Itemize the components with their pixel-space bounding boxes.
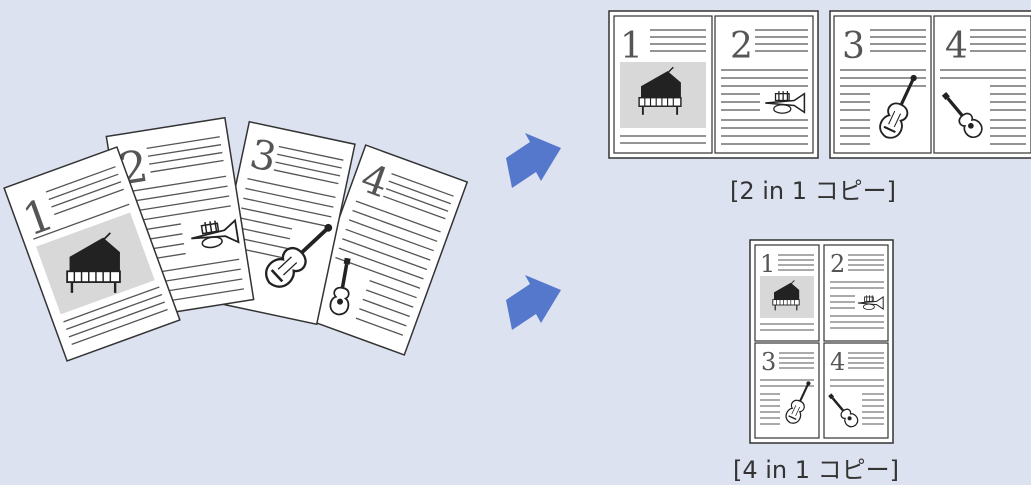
quad-number-4: 4 — [830, 348, 845, 376]
arrow-to-2in1 — [506, 133, 561, 188]
arrow-to-4in1 — [506, 275, 561, 330]
quad-number-1: 1 — [760, 250, 775, 278]
cell-number-3: 3 — [842, 26, 865, 67]
output-2in1: 1 2 3 — [609, 11, 1031, 158]
caption-2in1: [2 in 1 コピー] — [730, 171, 896, 206]
cell-number-2: 2 — [730, 26, 753, 67]
quad-number-3: 3 — [761, 348, 776, 376]
quad-number-2: 2 — [830, 250, 845, 278]
output-4in1: 1 2 3 4 — [750, 240, 893, 443]
cell-number-1: 1 — [620, 26, 643, 67]
source-pages: 4 3 — [4, 118, 467, 361]
cell-number-4: 4 — [945, 26, 968, 67]
